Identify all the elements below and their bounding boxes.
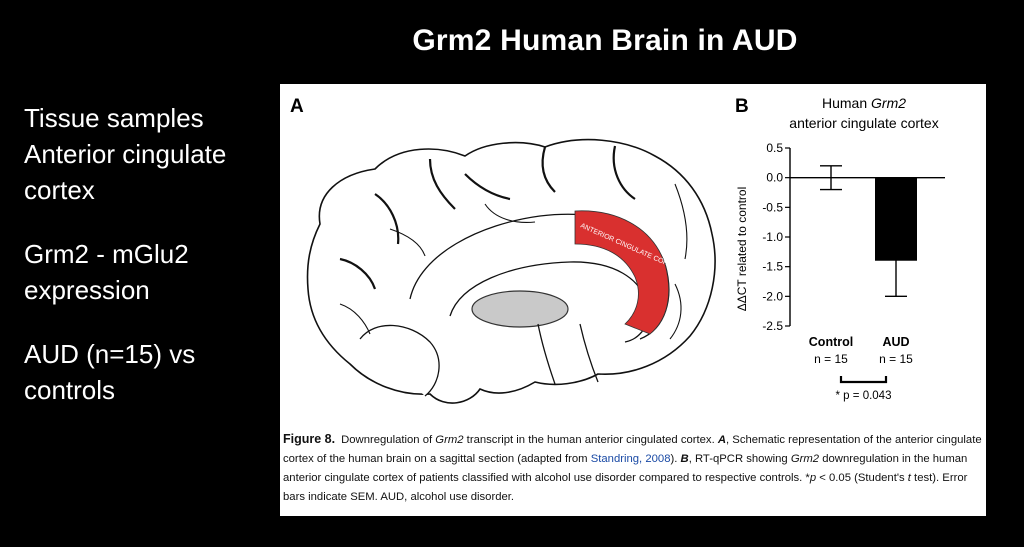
caption-citation-link[interactable]: Standring, 2008 bbox=[590, 453, 671, 465]
bullet-tissue: Tissue samples Anterior cingulate cortex bbox=[24, 100, 274, 208]
bullet-list: Tissue samples Anterior cingulate cortex… bbox=[24, 100, 274, 436]
caption-panel-ref: B bbox=[680, 453, 689, 465]
bullet-line: AUD (n=15) vs bbox=[24, 339, 196, 369]
category-label: AUD bbox=[882, 335, 909, 349]
n-label: n = 15 bbox=[879, 352, 913, 366]
bullet-line: Grm2 - mGlu2 bbox=[24, 239, 189, 269]
brain-sagittal-diagram: ANTERIOR CINGULATE CORTEX bbox=[306, 138, 716, 404]
caption-italic: t bbox=[907, 472, 911, 484]
caption-gene: Grm2 bbox=[790, 453, 820, 465]
caption-text: Downregulation of bbox=[341, 434, 436, 446]
caption-text: < 0.05 (Student's bbox=[816, 472, 908, 484]
figure-caption: Figure 8. Downregulation of Grm2 transcri… bbox=[283, 430, 983, 507]
caption-italic: p bbox=[809, 472, 817, 484]
y-tick-label: 0.5 bbox=[766, 141, 783, 155]
y-tick-label: -0.5 bbox=[762, 200, 783, 214]
sulci-lines bbox=[339, 145, 636, 290]
sulci-minor-lines bbox=[339, 183, 688, 340]
anterior-cingulate-region bbox=[574, 210, 670, 335]
bullet-line: Anterior cingulate bbox=[24, 139, 227, 169]
category-label: Control bbox=[809, 335, 853, 349]
brainstem-shape bbox=[537, 323, 599, 385]
y-tick-label: -1.0 bbox=[762, 230, 783, 244]
caption-figure-label: Figure 8. bbox=[283, 432, 336, 446]
chart-title: Human Grm2 bbox=[822, 95, 906, 111]
bullet-line: controls bbox=[24, 375, 116, 405]
significance-label: * p = 0.043 bbox=[836, 390, 892, 402]
panel-b-label: B bbox=[735, 96, 749, 117]
caption-text: transcript in the human anterior cingula… bbox=[463, 434, 718, 446]
caption-text: , Schematic representation of the anteri… bbox=[283, 434, 982, 465]
n-label: n = 15 bbox=[814, 352, 848, 366]
y-tick-label: -2.5 bbox=[762, 319, 783, 333]
figure-panel: A ANTERIOR CINGULATE CORTEX B bbox=[280, 84, 986, 516]
bullet-groups: AUD (n=15) vs controls bbox=[24, 336, 274, 408]
cerebellum-shape bbox=[359, 324, 440, 397]
y-tick-label: -1.5 bbox=[762, 260, 783, 274]
y-axis-label: ΔΔCT related to control bbox=[735, 187, 749, 312]
significance-bracket bbox=[839, 376, 888, 384]
caption-text: test). Error bars indicate SEM. AUD, alc… bbox=[283, 472, 968, 503]
caption-text: ). bbox=[670, 453, 681, 465]
bullet-line: expression bbox=[24, 275, 150, 305]
caption-text: downregulation in the human anterior cin… bbox=[283, 453, 968, 484]
slide-title: Grm2 Human Brain in AUD bbox=[412, 24, 798, 57]
bullet-line: Tissue samples bbox=[24, 103, 204, 133]
y-tick-label: -2.0 bbox=[762, 289, 783, 303]
bar-chart: Human Grm2 anterior cingulate cortex ΔΔC… bbox=[735, 95, 945, 402]
caption-panel-ref: A bbox=[717, 434, 727, 446]
chart-subtitle: anterior cingulate cortex bbox=[789, 115, 938, 131]
caption-gene: Grm2 bbox=[435, 434, 464, 446]
y-tick-label: 0.0 bbox=[766, 171, 783, 185]
panel-a-label: A bbox=[290, 96, 304, 117]
bullet-line: cortex bbox=[24, 175, 95, 205]
bullet-expression: Grm2 - mGlu2 expression bbox=[24, 236, 274, 308]
thalamus-shape bbox=[471, 290, 569, 328]
caption-text: , RT-qPCR showing bbox=[688, 453, 791, 465]
